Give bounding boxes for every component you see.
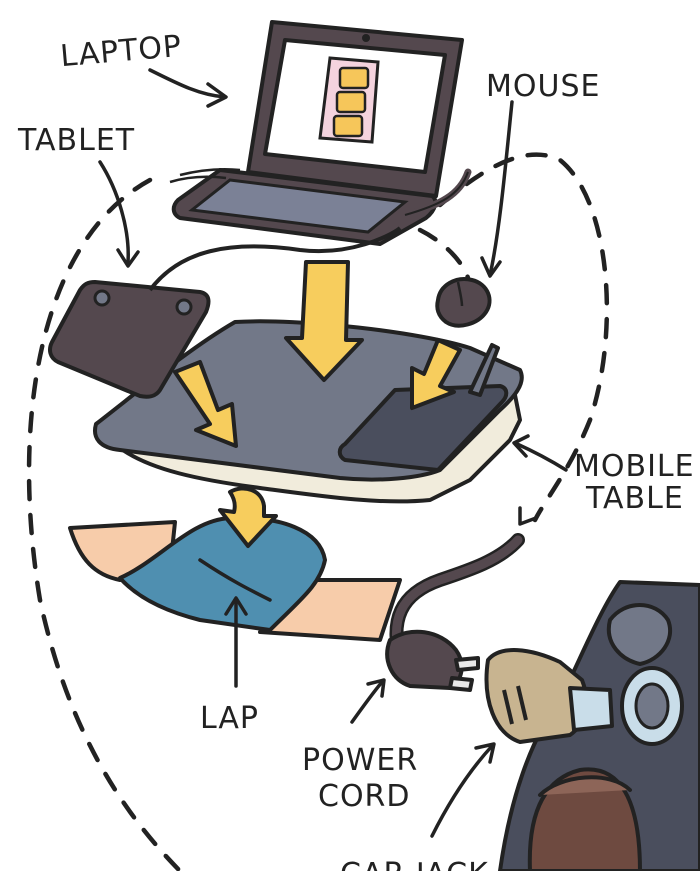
- cord-wire-fill: [391, 535, 523, 665]
- lap-pointer-head: [224, 596, 248, 616]
- ui-block-2: [335, 90, 367, 114]
- lap-illustration: [68, 515, 402, 642]
- arrow-mouse-to-pad: [410, 338, 462, 410]
- cord-end-pointer-head: [518, 506, 538, 526]
- tablet-button-right: [175, 298, 193, 316]
- power-cord-pointer-head: [366, 678, 386, 698]
- mobile-table-pointer-head: [512, 434, 530, 458]
- arrow-table-to-lap: [218, 486, 278, 548]
- label-power-cord-2: CORD: [318, 779, 411, 814]
- stylus: [468, 343, 500, 397]
- socket-slot-1: [502, 689, 514, 725]
- label-power-cord-1: POWER: [302, 743, 418, 778]
- laptop-pointer-head: [206, 82, 228, 108]
- tablet-pointer-head: [116, 248, 140, 268]
- label-car-jack: CAR JACK: [340, 857, 489, 871]
- dashed-guide-cord: [417, 227, 473, 288]
- power-cord-pointer: [350, 680, 384, 724]
- mouse-pointer: [488, 100, 514, 277]
- label-lap: LAP: [200, 701, 259, 736]
- laptop-pointer: [148, 68, 227, 99]
- car-jack: [484, 580, 700, 871]
- webcam-icon: [362, 34, 370, 42]
- mouse-device: [401, 168, 492, 328]
- tablet-body: [48, 280, 211, 399]
- car-seat-top: [538, 775, 632, 797]
- label-mobile-table-2: TABLE: [585, 481, 684, 516]
- power-cord: [385, 533, 525, 692]
- dashed-guide-mouse: [437, 152, 610, 523]
- cord-plug-housing: [385, 629, 464, 690]
- mobile-table: [93, 319, 524, 504]
- laptop-side-wire: [169, 167, 241, 184]
- tablet-pointer: [98, 160, 130, 264]
- car-jack-pointer-head: [474, 742, 496, 764]
- car-jack-pointer: [430, 744, 494, 838]
- placement-arrows: [173, 260, 462, 548]
- laptop-device: [169, 20, 464, 246]
- car-socket-cap: [606, 603, 672, 666]
- socket-adapter-neck: [568, 686, 614, 732]
- ui-block-3: [332, 114, 364, 138]
- laptop-keyboard: [188, 178, 409, 234]
- car-seat: [527, 767, 642, 871]
- label-laptop: LAPTOP: [59, 29, 184, 75]
- tablet-cable: [148, 226, 402, 292]
- tablet-button-left: [93, 289, 111, 307]
- mouse-body: [435, 277, 492, 328]
- tablet-device: [48, 280, 211, 399]
- cord-plug-prong-bottom: [448, 676, 474, 692]
- dashed-guide-left: [26, 177, 183, 871]
- lap-jeans-seam: [198, 558, 272, 602]
- mouse-wheel-line: [456, 281, 464, 307]
- ui-block-1: [338, 66, 370, 90]
- label-mouse: MOUSE: [486, 69, 600, 104]
- mouse-pointer-head: [480, 256, 502, 278]
- label-pointers: [98, 68, 568, 838]
- arrow-tablet-to-table: [173, 360, 238, 448]
- cord-plug-prong-top: [454, 656, 480, 672]
- mobile-table-pointer: [513, 441, 568, 472]
- socket-slot-2: [516, 685, 528, 721]
- mouse-cable-outline: [404, 171, 469, 216]
- car-socket-inner: [634, 682, 670, 730]
- label-tablet: TABLET: [17, 123, 135, 158]
- arrow-laptop-to-table: [284, 260, 364, 382]
- drawing-pad: [337, 384, 509, 472]
- label-mobile-table-1: MOBILE: [574, 449, 695, 484]
